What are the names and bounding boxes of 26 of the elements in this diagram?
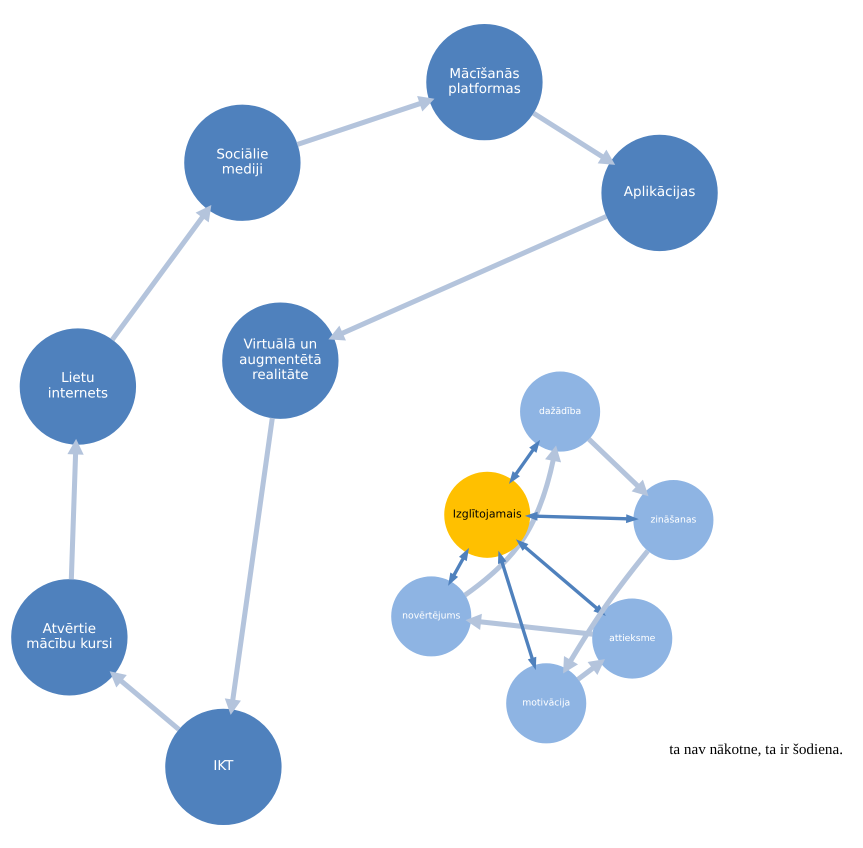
arrow [224,417,275,714]
node-circle: IKT [165,708,282,825]
arrow [524,511,639,523]
arrow [67,438,84,580]
arrow [463,445,562,597]
node-circle: Mācīšanās platformas [426,23,543,140]
node-circle: Aplikācijas [601,134,718,251]
label: ta nav nākotne, ta ir šodiena. [669,740,844,758]
arrow [296,95,434,146]
node-circle: novērtējums [391,576,472,656]
node-circle: zināšanas [633,480,714,560]
arrow [576,658,605,681]
arrow [587,436,648,496]
arrow [563,548,650,674]
arrow [448,547,469,586]
node-circle: Lietu internets [20,328,136,444]
arrow [328,214,608,340]
arrow [466,613,594,636]
arrow [110,670,180,731]
arrow [508,439,540,484]
node-circle: motivācija [506,662,586,743]
arrow [498,550,536,670]
arrow [110,204,212,341]
node-circle: Sociālie mediji [184,104,301,220]
arrow [532,110,616,164]
node-circle: Virtuālā un augmentētā realitāte [222,302,339,418]
